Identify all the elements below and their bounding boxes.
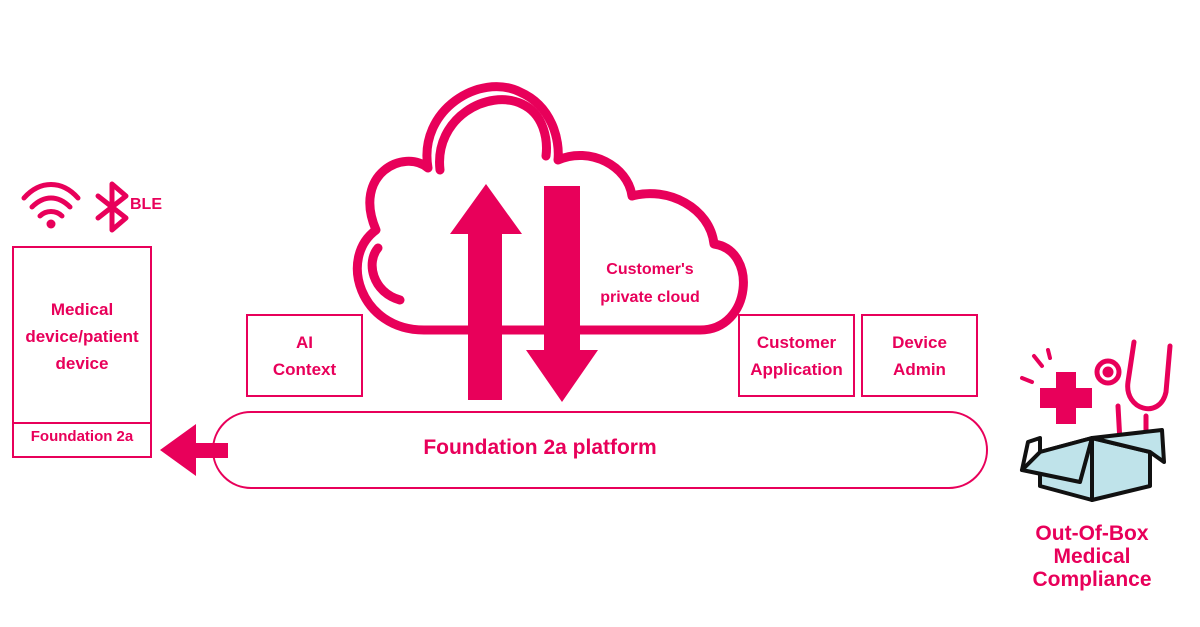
- compliance-line1: Out-Of-Box: [1035, 522, 1149, 545]
- wifi-icon: [21, 182, 81, 219]
- customer-app-line2: Application: [750, 359, 843, 379]
- device-label-line2: device/patient: [25, 327, 139, 346]
- bluetooth-icon: [95, 181, 129, 233]
- compliance-label: Out-Of-Box Medical Compliance: [1000, 522, 1184, 591]
- device-label-line3: device: [55, 354, 109, 373]
- ai-context-line2: Context: [272, 359, 337, 379]
- left-arrow-icon: [160, 424, 228, 476]
- ai-context-box: AI Context: [246, 314, 363, 397]
- device-footer-label: Foundation 2a: [30, 428, 134, 445]
- cloud-label-line1: Customer's: [606, 261, 694, 278]
- download-arrow-icon: [526, 186, 598, 402]
- compliance-line2: Medical: [1053, 545, 1131, 568]
- platform-label: Foundation 2a platform: [423, 436, 657, 459]
- compliance-line3: Compliance: [1032, 568, 1152, 591]
- device-admin-line2: Admin: [893, 359, 946, 379]
- device-divider: [12, 422, 152, 424]
- upload-arrow-icon: [450, 184, 522, 400]
- ai-context-line1: AI: [296, 332, 313, 352]
- cloud-label: Customer's private cloud: [576, 256, 724, 312]
- cloud-label-line2: private cloud: [600, 289, 700, 306]
- device-admin-line1: Device: [892, 332, 947, 352]
- ble-label: BLE: [130, 196, 162, 213]
- medical-device-box: Medical device/patient device: [12, 246, 152, 458]
- customer-application-box: Customer Application: [738, 314, 855, 397]
- customer-app-line1: Customer: [756, 332, 837, 352]
- cloud-icon: [352, 82, 748, 335]
- medical-box-icon: [1020, 339, 1173, 502]
- device-admin-box: Device Admin: [861, 314, 978, 397]
- device-label-line1: Medical: [50, 300, 114, 319]
